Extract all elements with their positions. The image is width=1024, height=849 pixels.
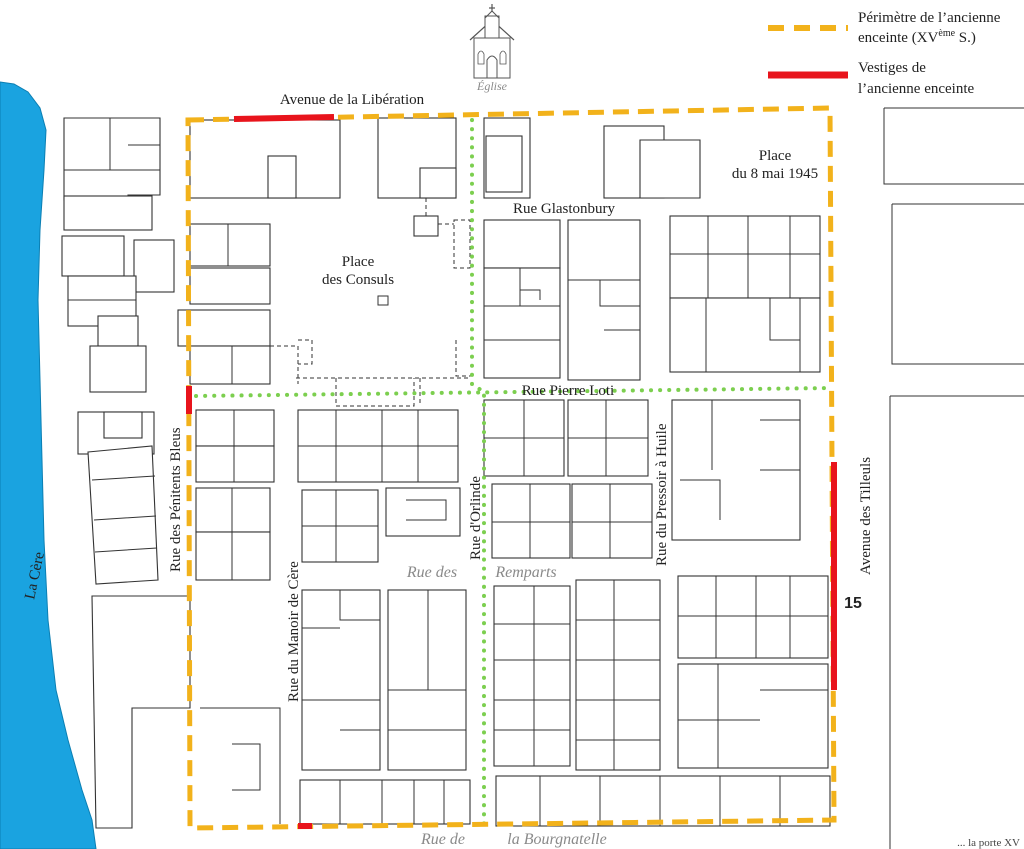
legend-perimeter-line1: Périmètre de l’ancienne — [858, 10, 1001, 26]
label-place-8mai-1: Place — [759, 148, 792, 164]
label-avenue-liberation: Avenue de la Libération — [280, 92, 425, 108]
label-rue-pierre-loti: Rue Pierre Loti — [522, 383, 614, 399]
label-rue-bourgnatelle-1: Rue de — [420, 831, 465, 848]
label-rue-glastonbury: Rue Glastonbury — [513, 201, 616, 217]
label-rue-bourgnatelle-2: la Bourgnatelle — [507, 831, 606, 848]
church-label: Église — [476, 79, 508, 93]
buildings-northeast — [483, 117, 821, 381]
label-place-consuls-1: Place — [342, 254, 375, 270]
legend-remains-line1: Vestiges de — [858, 60, 926, 76]
buildings-southwest — [195, 409, 471, 825]
enclosure-remains — [186, 114, 837, 829]
footer-fragment: ... la porte XV — [957, 837, 1020, 849]
church-icon — [469, 4, 515, 79]
label-place-8mai-2: du 8 mai 1945 — [732, 166, 818, 182]
enclosure-perimeter — [185, 105, 837, 831]
river-la-cere — [0, 81, 97, 849]
label-rue-orlinde: Rue d'Orlinde — [468, 476, 484, 560]
marker-number: 15 — [844, 595, 862, 612]
label-rue-remparts-2: Remparts — [494, 564, 556, 581]
legend: Périmètre de l’ancienne enceinte (XVème … — [768, 10, 1001, 97]
label-rue-manoir-cere: Rue du Manoir de Cère — [286, 561, 302, 702]
label-rue-pressoir: Rue du Pressoir à Huile — [654, 423, 670, 566]
buildings-northwest — [177, 117, 474, 407]
buildings-southeast — [483, 399, 831, 827]
label-rue-remparts-1: Rue des — [406, 564, 457, 581]
label-rue-penitents-bleus: Rue des Pénitents Bleus — [168, 427, 184, 572]
label-avenue-tilleuls: Avenue des Tilleuls — [858, 457, 874, 575]
buildings-east — [883, 107, 1024, 849]
buildings-west — [61, 117, 191, 829]
label-place-consuls-2: des Consuls — [322, 272, 394, 288]
legend-perimeter-line2: enceinte (XVème S.) — [858, 28, 976, 46]
monument-marker — [377, 295, 389, 306]
green-route — [194, 118, 832, 828]
legend-remains-line2: l’ancienne enceinte — [858, 81, 975, 97]
